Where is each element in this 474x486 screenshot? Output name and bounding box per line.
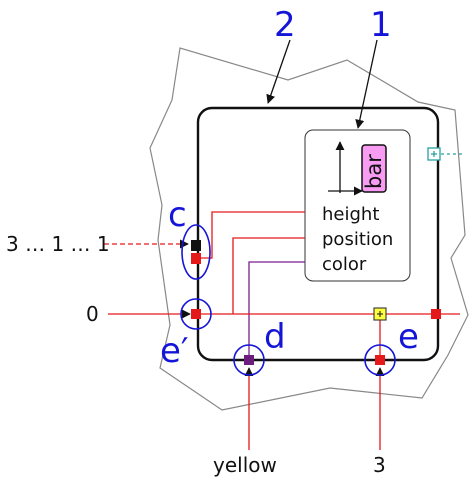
port-c-red: [191, 253, 201, 264]
bar-glyph-label: bar: [362, 154, 386, 189]
input-zero-label: 0: [86, 302, 99, 326]
label-d: d: [264, 317, 286, 357]
port-e-prime-red: [191, 309, 201, 319]
bar-glyph: [361, 144, 387, 193]
wire-color: [248, 261, 305, 358]
label-e: e: [398, 317, 419, 357]
port-e-prime-circle: [180, 298, 212, 330]
property-height: height: [322, 204, 379, 225]
port-c-black: [191, 240, 201, 251]
port-group-c-ellipse: [181, 224, 211, 280]
outer-region-outline: [149, 47, 469, 411]
property-position: position: [322, 229, 393, 250]
main-component-box: [196, 106, 440, 362]
wire-position: [232, 237, 305, 314]
port-e-red: [375, 355, 385, 365]
port-e-circle: [364, 344, 396, 376]
port-right-red: [431, 309, 441, 319]
port-d-circle: [233, 344, 265, 376]
pointer-arrow-1: [355, 39, 378, 129]
label-1: 1: [370, 5, 392, 45]
pointer-arrow-2: [266, 39, 291, 104]
input-sequence-label: 3 … 1 … 1: [6, 232, 110, 256]
label-e-prime: e′: [160, 331, 189, 371]
property-color: color: [322, 254, 367, 275]
input-three-label: 3: [373, 453, 386, 477]
wire-height: [200, 211, 305, 259]
port-d-purple: [244, 355, 254, 365]
input-yellow-label: yellow: [213, 453, 277, 477]
label-2: 2: [274, 5, 296, 45]
label-c: c: [168, 195, 187, 235]
